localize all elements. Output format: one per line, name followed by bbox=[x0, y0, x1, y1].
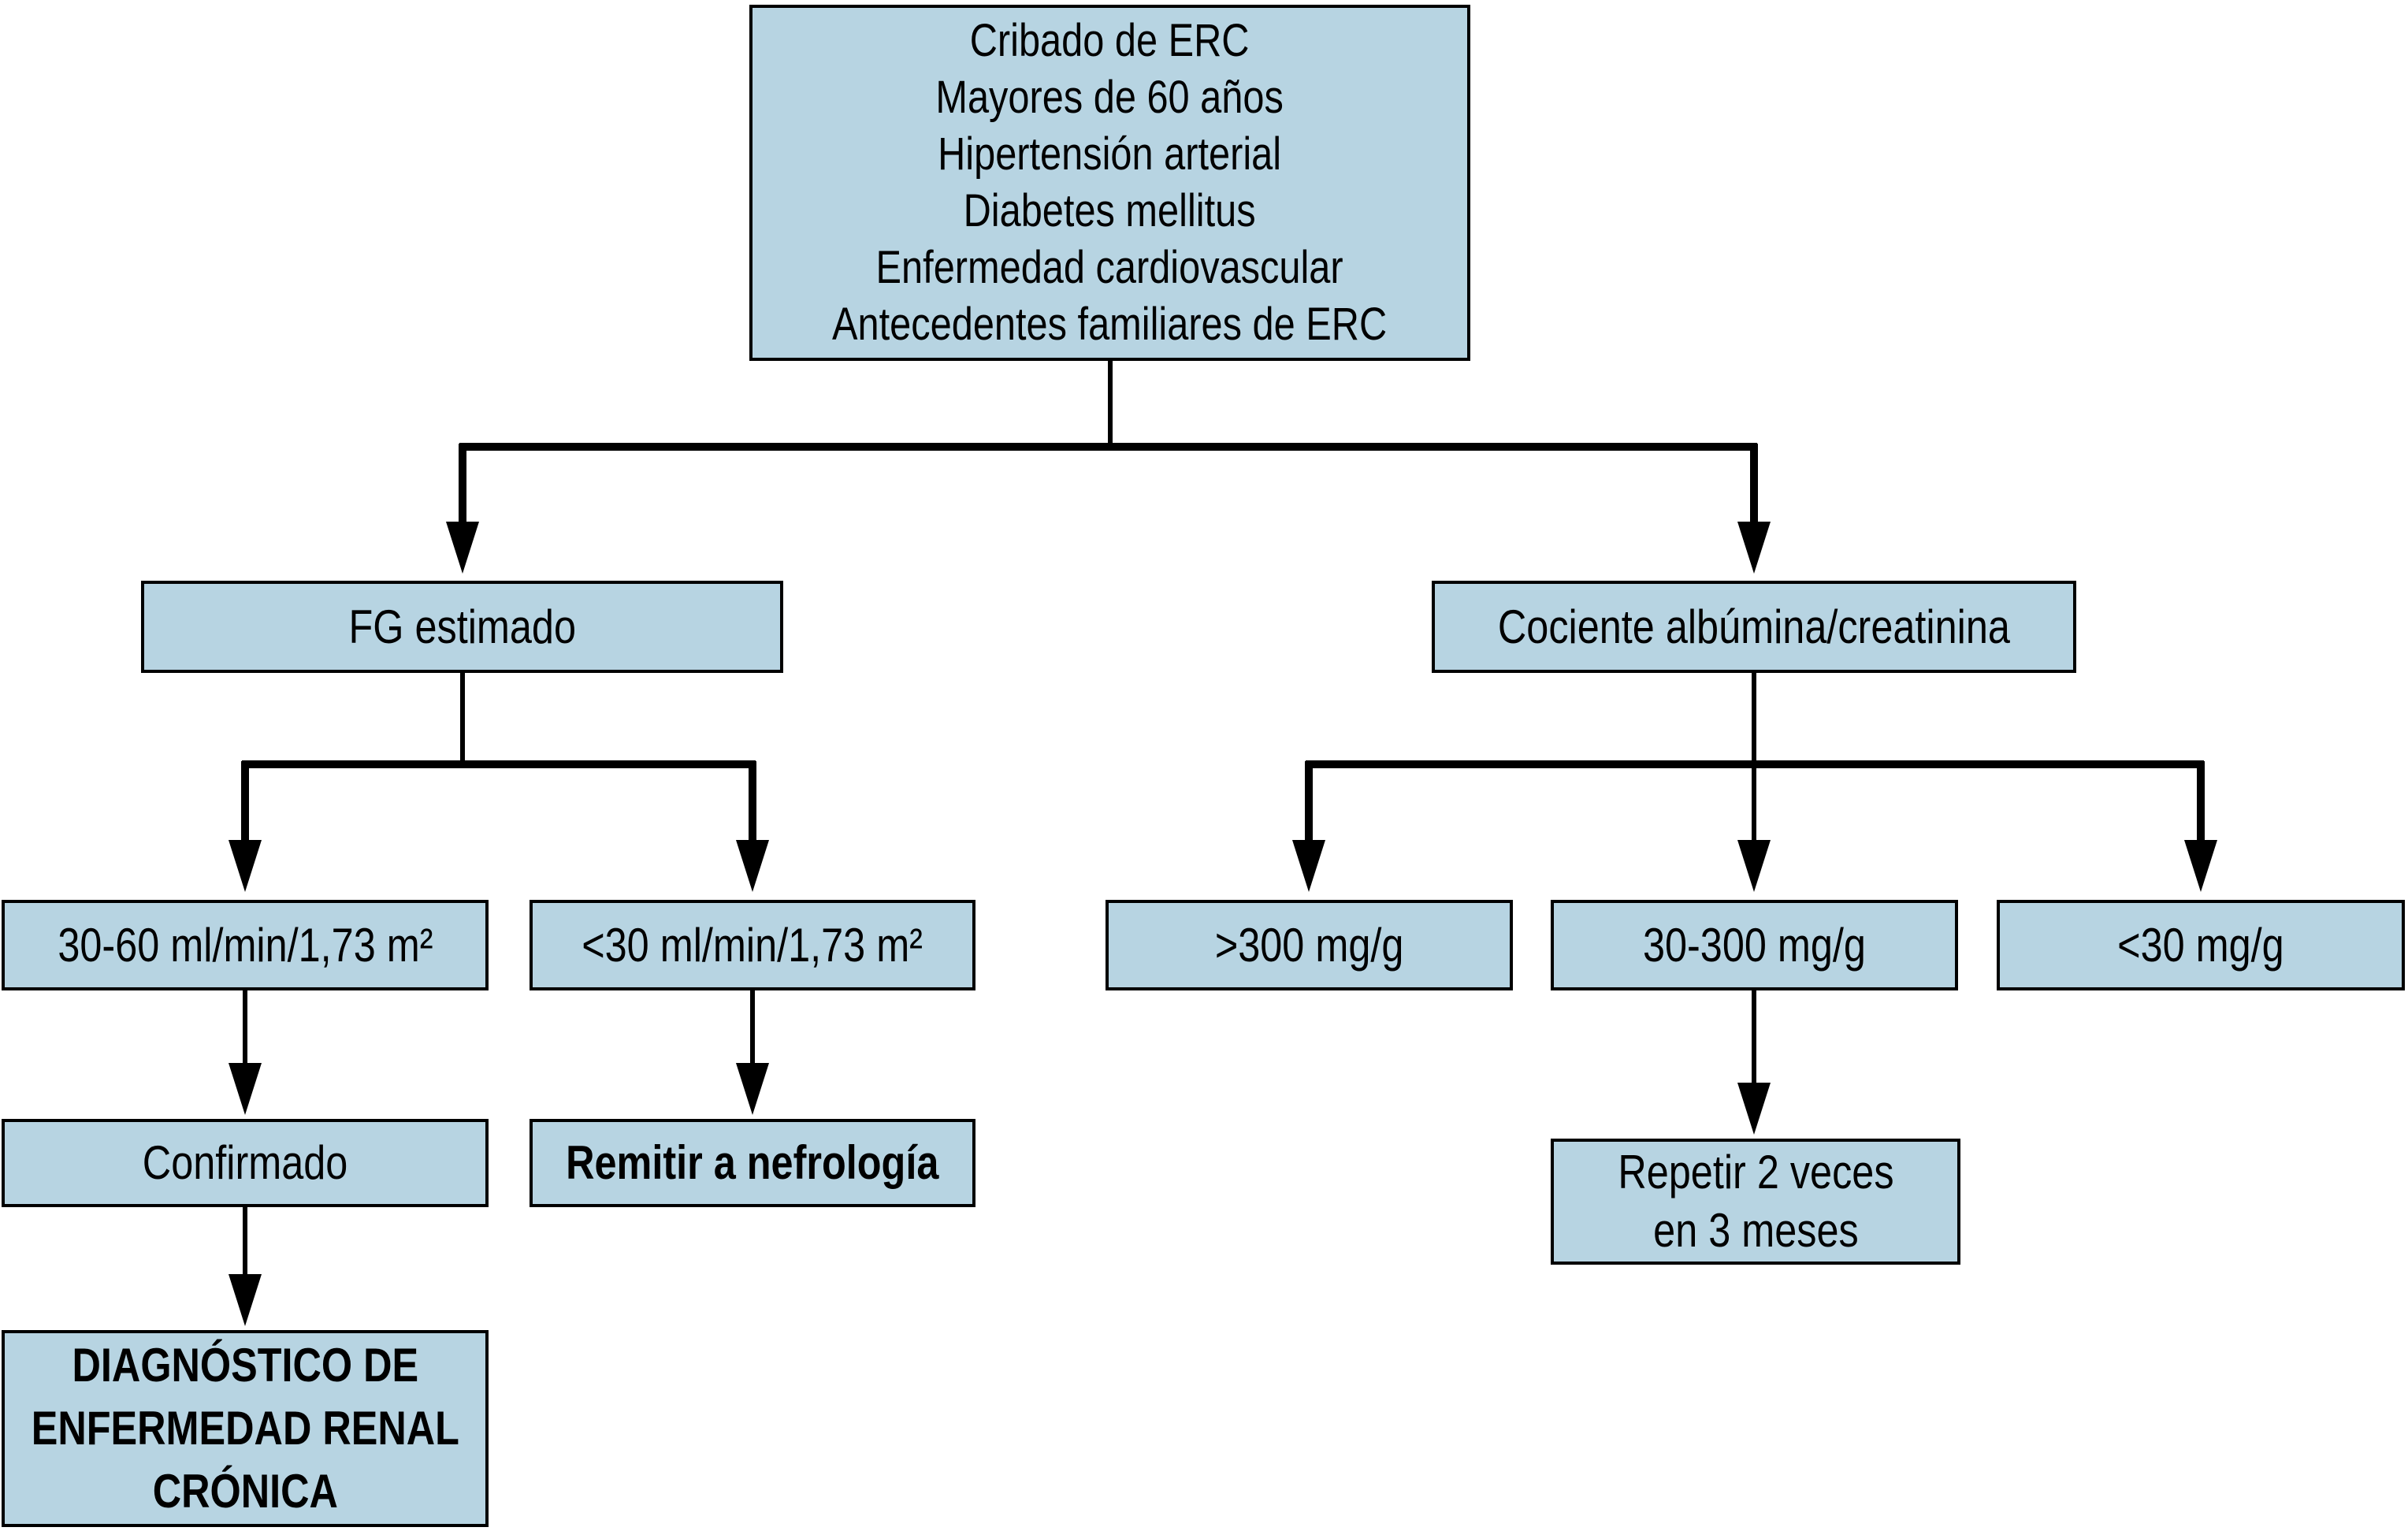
arrowhead-to-acr-mayor-300 bbox=[1292, 840, 1325, 892]
node-cociente-albumina-creatinina: Cociente albúmina/creatinina bbox=[1432, 581, 2076, 673]
arrow-confirmado-to-diagnostico bbox=[229, 1207, 262, 1326]
arrow-fg-30-60-to-confirmado bbox=[229, 990, 262, 1115]
node-fg-30-60: 30-60 ml/min/1,73 m² bbox=[2, 900, 489, 990]
node-screening-criteria: Cribado de ERC Mayores de 60 años Hipert… bbox=[749, 5, 1470, 361]
node-screening-label: Cribado de ERC Mayores de 60 años Hipert… bbox=[832, 15, 1388, 350]
node-acr-30-300-label: 30-300 mg/g bbox=[1642, 918, 1866, 972]
connector-screening-to-branches bbox=[446, 361, 1771, 574]
arrowhead-to-acr-menor-30 bbox=[2184, 840, 2217, 892]
arrowhead-to-cociente bbox=[1737, 522, 1771, 574]
arrowhead-to-fg-estimado bbox=[446, 522, 479, 574]
node-repetir: Repetir 2 veces en 3 meses bbox=[1551, 1139, 1960, 1265]
node-confirmado-label: Confirmado bbox=[142, 1136, 348, 1189]
node-acr-mayor-300-label: >300 mg/g bbox=[1214, 918, 1404, 972]
node-repetir-label: Repetir 2 veces en 3 meses bbox=[1617, 1146, 1894, 1257]
node-fg-estimado: FG estimado bbox=[141, 581, 783, 673]
arrowhead-to-fg-menor-30 bbox=[736, 840, 769, 892]
node-remitir-nefrologia: Remitir a nefrología bbox=[530, 1119, 975, 1207]
connector-acr-to-results bbox=[1292, 673, 2217, 892]
node-remitir-label: Remitir a nefrología bbox=[566, 1136, 939, 1189]
node-fg-menor-30: <30 ml/min/1,73 m² bbox=[530, 900, 975, 990]
arrowhead-to-acr-30-300 bbox=[1737, 840, 1771, 892]
node-diagnostico-label: DIAGNÓSTICO DE ENFERMEDAD RENAL CRÓNICA bbox=[31, 1339, 459, 1518]
node-acr-mayor-300: >300 mg/g bbox=[1106, 900, 1513, 990]
node-acr-30-300: 30-300 mg/g bbox=[1551, 900, 1958, 990]
connector-fg-to-results bbox=[229, 673, 769, 892]
node-fg-estimado-label: FG estimado bbox=[348, 600, 576, 653]
node-confirmado: Confirmado bbox=[2, 1119, 489, 1207]
node-acr-menor-30-label: <30 mg/g bbox=[2117, 918, 2284, 972]
node-cociente-label: Cociente albúmina/creatinina bbox=[1497, 600, 2010, 653]
node-fg-menor-30-label: <30 ml/min/1,73 m² bbox=[582, 918, 923, 972]
arrow-acr-30-300-to-repetir bbox=[1737, 990, 1771, 1135]
node-acr-menor-30: <30 mg/g bbox=[1997, 900, 2405, 990]
arrow-fg-menor-30-to-remitir bbox=[736, 990, 769, 1115]
arrowhead-to-fg-30-60 bbox=[229, 840, 262, 892]
node-diagnostico-erc: DIAGNÓSTICO DE ENFERMEDAD RENAL CRÓNICA bbox=[2, 1330, 489, 1527]
node-fg-30-60-label: 30-60 ml/min/1,73 m² bbox=[57, 918, 433, 972]
